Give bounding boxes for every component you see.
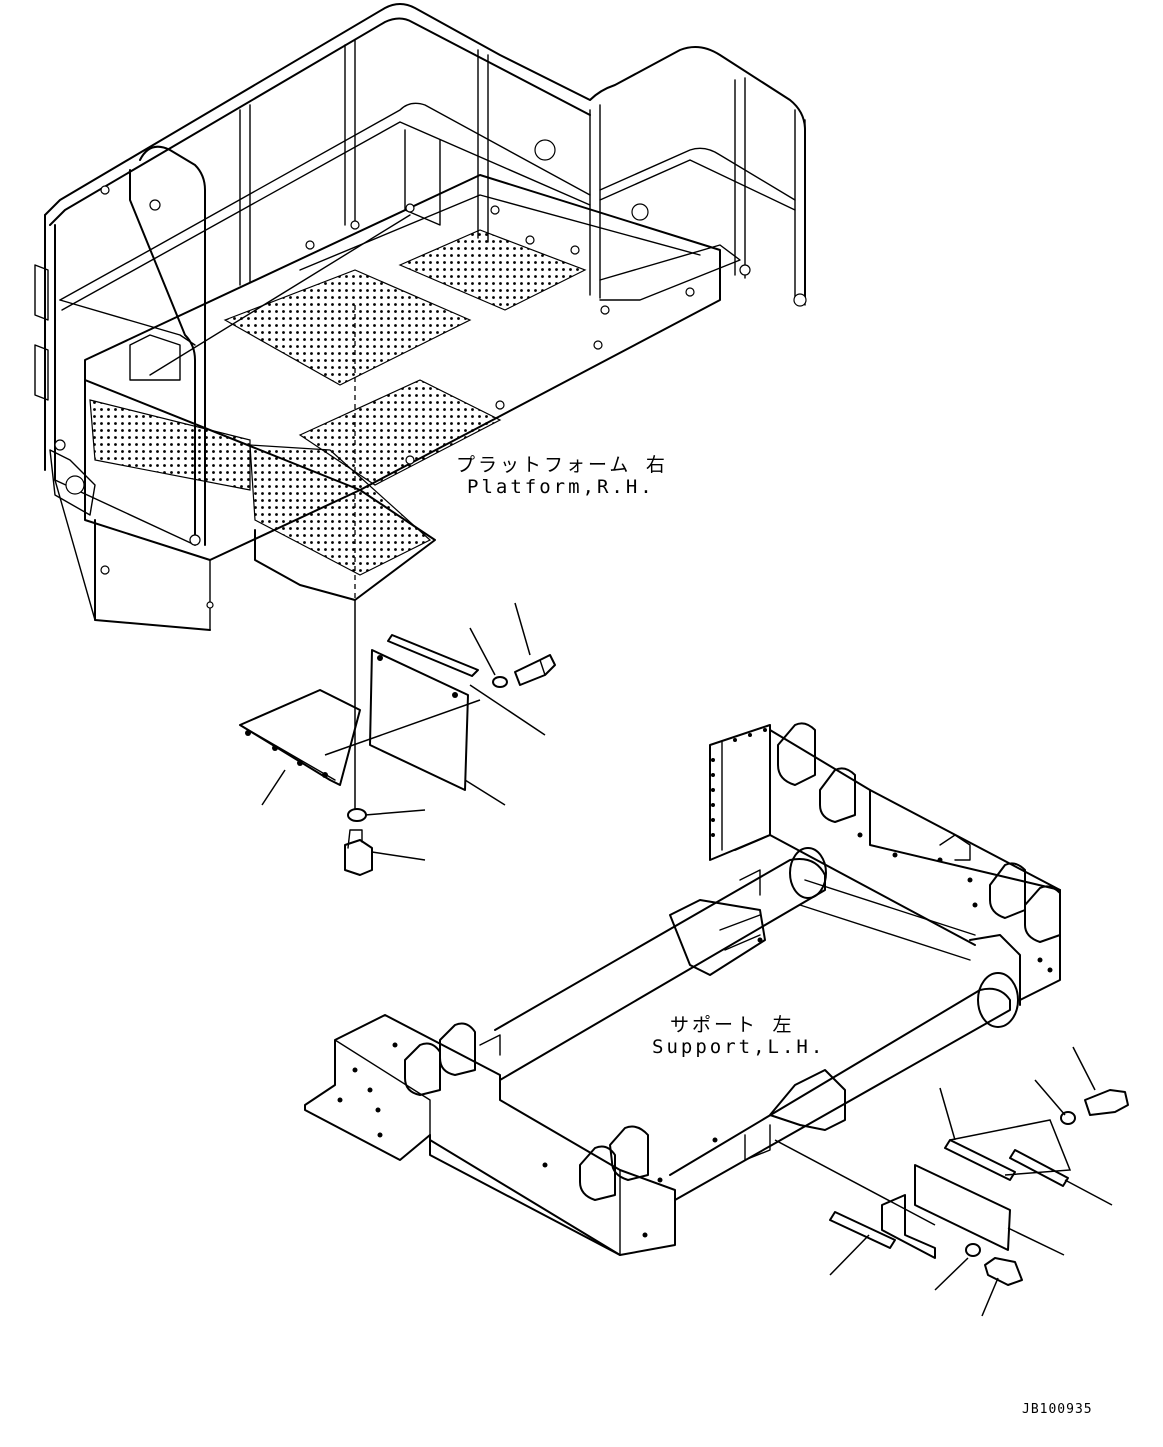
support-bracket-parts xyxy=(774,1046,1129,1317)
support-lh-assembly xyxy=(304,722,1061,1256)
platform-label-en: Platform,R.H. xyxy=(467,476,655,498)
platform-rh-assembly xyxy=(34,3,807,631)
drawing-code: JB100935 xyxy=(1022,1402,1093,1417)
platform-label-jp: プラットフォーム 右 xyxy=(456,454,668,476)
support-label-en: Support,L.H. xyxy=(652,1036,826,1058)
platform-bracket-parts xyxy=(239,600,556,876)
support-label-jp: サポート 左 xyxy=(670,1014,795,1036)
